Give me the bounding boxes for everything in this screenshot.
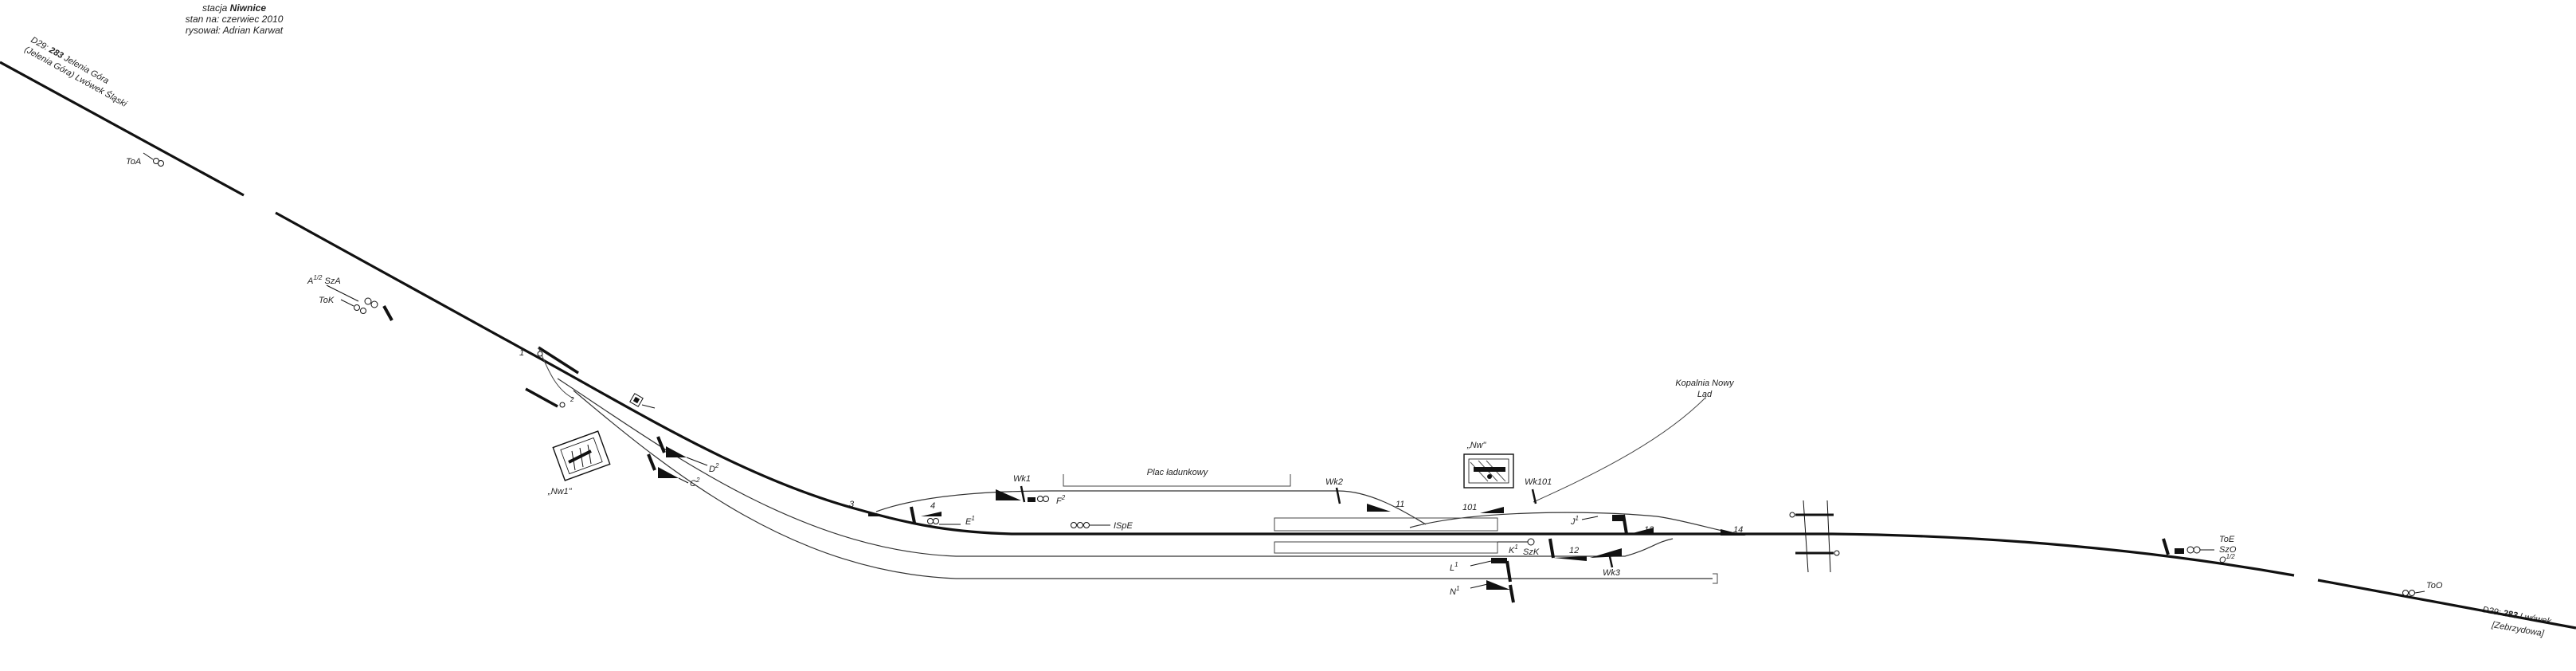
track-loading-siding: [875, 490, 1427, 525]
level-crossing-symbol: [629, 393, 656, 409]
switch-4-label: 4: [930, 501, 935, 511]
derailer-wk101: [1531, 489, 1537, 504]
signal-toa: [143, 152, 164, 167]
switch-4-frog: [921, 512, 942, 516]
signal-e1: [927, 518, 961, 525]
signal-o-label: O1/2: [2219, 553, 2235, 565]
signal-c2-label: C2: [690, 477, 700, 489]
signal-toe-label: ToE: [2219, 535, 2235, 544]
header-title: stacja Niwnice: [202, 2, 266, 14]
signal-tok: [340, 299, 366, 314]
header-state-date: stan na: czerwiec 2010: [186, 14, 284, 25]
signal-a: [326, 284, 393, 321]
signal-k1: [1497, 538, 1555, 559]
derailer-wk101-label: Wk101: [1525, 477, 1552, 487]
switch-1-2: [525, 346, 579, 408]
main-track-west: [0, 61, 245, 197]
line-west-sublabel: (Jelenia Góra) Lwówek Śląski: [23, 44, 130, 109]
signal-f2-label: F2: [1056, 494, 1066, 506]
derailer-wk1-label: Wk1: [1013, 474, 1031, 484]
signal-o: [2162, 538, 2214, 555]
signal-k1-label: K1: [1509, 543, 1518, 555]
switch-2-label: 2: [570, 396, 574, 403]
track-4: [573, 390, 1713, 579]
signal-box-nw-label: „Nw": [1466, 441, 1487, 450]
switch-12-label: 12: [1569, 546, 1579, 555]
signal-too: [2402, 590, 2425, 596]
signal-j1: [1581, 514, 1628, 535]
buffer-stop-track-4: [1713, 573, 1718, 584]
signal-a-label: A1/2 SzA: [307, 274, 341, 286]
signal-ispe: [1071, 522, 1110, 528]
header-author: rysował: Adrian Karwat: [186, 25, 284, 36]
signal-box-nw1-label: „Nw1": [547, 487, 573, 496]
signal-e1-label: E1: [965, 515, 975, 527]
switch-11-label: 11: [1396, 500, 1404, 509]
signal-tok-label: ToK: [319, 296, 335, 305]
track-12-connection: [1513, 538, 1674, 557]
signal-d2: [656, 436, 708, 466]
derailer-wk3-label: Wk3: [1603, 568, 1621, 578]
derailer-wk3: [1607, 552, 1614, 568]
signal-too-label: ToO: [2426, 581, 2443, 591]
switch-12-frog-2: [1590, 548, 1622, 558]
switch-3-label: 3: [849, 500, 855, 509]
signal-f2: [1028, 496, 1049, 502]
derailer-wk2-label: Wk2: [1325, 477, 1343, 487]
main-track-east-end: [2317, 579, 2576, 630]
signal-ispe-label: ISpE: [1114, 521, 1133, 531]
signal-l1: [1470, 558, 1512, 583]
signal-d2-label: D2: [709, 462, 719, 474]
level-crossing-east: [1789, 500, 1840, 573]
mine-label-line1: Kopalnia Nowy: [1675, 379, 1735, 388]
switch-13-frog: [1630, 528, 1654, 534]
signal-e1-mast: [910, 506, 916, 524]
mine-connecting-line: [1533, 398, 1705, 503]
switch-12-frog: [1553, 556, 1587, 561]
switch-14-frog: [1721, 529, 1746, 536]
loading-area-outline: [1063, 474, 1291, 487]
derailer-wk2: [1335, 487, 1391, 512]
switch-14-label: 14: [1733, 525, 1743, 535]
signal-box-nw: [1463, 453, 1514, 489]
platform-1: [1274, 517, 1498, 532]
switch-1-label: 1: [519, 348, 524, 358]
signal-toa-label: ToA: [126, 157, 141, 167]
loading-area-label: Plac ładunkowy: [1147, 468, 1209, 477]
mine-label-line2: Ląd: [1697, 390, 1713, 399]
signal-n1-label: N1: [1450, 585, 1459, 597]
signal-l1-label: L1: [1450, 561, 1458, 573]
derailer-wk1: [996, 485, 1026, 503]
track-2: [557, 378, 1513, 557]
switch-101-label: 101: [1462, 503, 1477, 512]
track-mine-siding: [1409, 512, 1737, 535]
switch-3-frog: [868, 512, 889, 516]
signal-c2: [647, 453, 689, 484]
main-track-east: [1831, 532, 2295, 577]
signal-szk-label: SzK: [1523, 547, 1540, 557]
signal-szo-label: SzO: [2219, 545, 2237, 555]
signal-n1: [1470, 580, 1515, 603]
signal-box-nw1: [552, 430, 611, 481]
main-track-west-mid: [275, 211, 1832, 536]
switch-101-frog: [1480, 507, 1504, 513]
platform-2: [1274, 541, 1498, 554]
signal-j1-label: J1: [1570, 515, 1579, 527]
